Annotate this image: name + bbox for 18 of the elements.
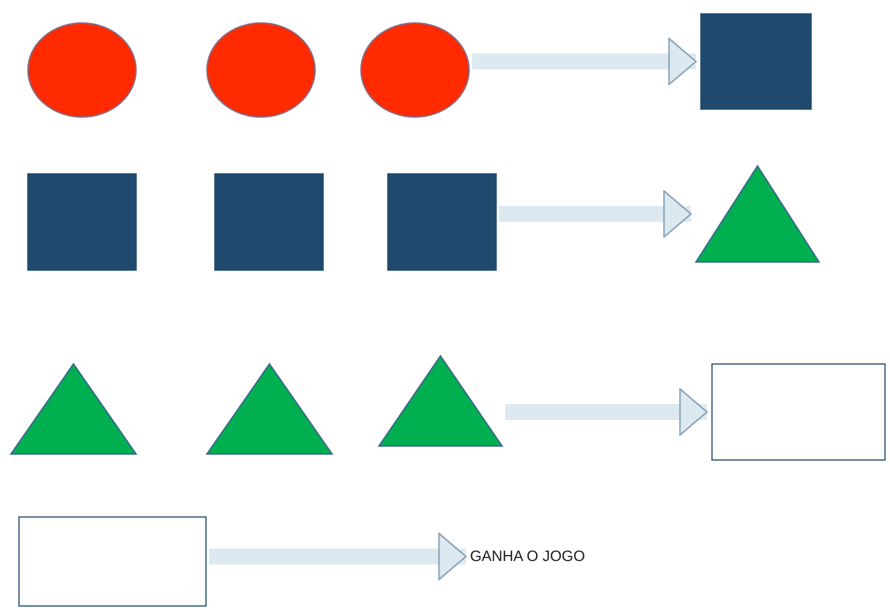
square-shape bbox=[700, 13, 812, 110]
triangle-shape bbox=[206, 363, 333, 455]
block-arrow bbox=[472, 38, 697, 86]
circle-shape bbox=[27, 22, 137, 118]
block-arrow bbox=[505, 388, 708, 436]
triangle-shape bbox=[10, 363, 137, 455]
square-shape bbox=[387, 173, 497, 271]
square-shape bbox=[27, 173, 137, 271]
result-text: GANHA O JOGO bbox=[470, 548, 586, 565]
triangle-shape bbox=[378, 355, 503, 447]
triangle-shape bbox=[695, 165, 820, 263]
circle-shape bbox=[206, 22, 316, 118]
square-shape bbox=[214, 173, 324, 271]
square-shape bbox=[711, 363, 886, 461]
block-arrow bbox=[209, 532, 467, 580]
square-shape bbox=[18, 516, 207, 607]
block-arrow bbox=[499, 190, 692, 238]
circle-shape bbox=[360, 22, 470, 118]
